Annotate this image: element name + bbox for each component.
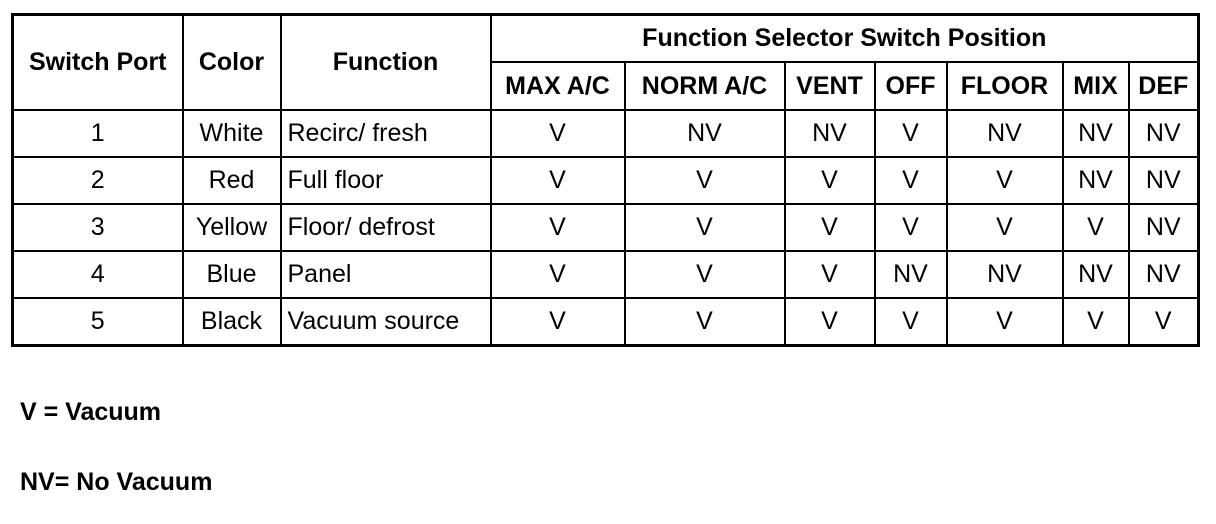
cell-value: NV <box>873 250 948 299</box>
cell-value: V <box>945 156 1064 205</box>
cell-function: Vacuum source <box>279 297 492 347</box>
header-color: Color <box>181 13 282 111</box>
cell-value: V <box>945 203 1064 252</box>
cell-port: 5 <box>11 297 184 347</box>
cell-value: NV <box>945 109 1064 158</box>
cell-value: NV <box>1127 250 1200 299</box>
cell-value: V <box>1061 297 1130 347</box>
cell-value: V <box>623 297 786 347</box>
cell-port: 3 <box>11 203 184 252</box>
cell-value: V <box>783 156 876 205</box>
header-position-def: DEF <box>1127 61 1200 111</box>
cell-value: NV <box>945 250 1064 299</box>
cell-value: V <box>783 250 876 299</box>
cell-value: NV <box>1061 109 1130 158</box>
cell-value: V <box>873 203 948 252</box>
header-position-max-ac: MAX A/C <box>489 61 626 111</box>
table-row: 3 Yellow Floor/ defrost V V V V V V NV <box>11 203 1200 252</box>
header-position-off: OFF <box>873 61 948 111</box>
cell-value: V <box>623 250 786 299</box>
cell-value: V <box>489 109 626 158</box>
table-row: 4 Blue Panel V V V NV NV NV NV <box>11 250 1200 299</box>
legend-no-vacuum: NV= No Vacuum <box>20 468 213 496</box>
legend-vacuum: V = Vacuum <box>20 398 162 426</box>
cell-value: V <box>489 297 626 347</box>
header-switch-port: Switch Port <box>11 13 184 111</box>
cell-port: 4 <box>11 250 184 299</box>
cell-function: Recirc/ fresh <box>279 109 492 158</box>
cell-value: V <box>783 203 876 252</box>
cell-value: V <box>1127 297 1200 347</box>
cell-value: V <box>623 203 786 252</box>
cell-value: V <box>489 156 626 205</box>
header-position-mix: MIX <box>1061 61 1130 111</box>
cell-value: V <box>489 250 626 299</box>
cell-value: V <box>873 156 948 205</box>
cell-color: Yellow <box>181 203 282 252</box>
header-function: Function <box>279 13 492 111</box>
cell-value: V <box>873 109 948 158</box>
cell-value: NV <box>783 109 876 158</box>
cell-value: NV <box>1061 156 1130 205</box>
cell-value: V <box>1061 203 1130 252</box>
cell-value: NV <box>1127 109 1200 158</box>
cell-value: V <box>783 297 876 347</box>
cell-color: White <box>181 109 282 158</box>
cell-color: Blue <box>181 250 282 299</box>
header-position-norm-ac: NORM A/C <box>623 61 786 111</box>
cell-color: Red <box>181 156 282 205</box>
table-row: 5 Black Vacuum source V V V V V V V <box>11 297 1200 347</box>
vacuum-switch-table: Switch Port Color Function Function Sele… <box>11 13 1201 347</box>
cell-color: Black <box>181 297 282 347</box>
cell-function: Panel <box>279 250 492 299</box>
cell-value: NV <box>1127 156 1200 205</box>
cell-value: NV <box>623 109 786 158</box>
cell-function: Floor/ defrost <box>279 203 492 252</box>
cell-port: 1 <box>11 109 184 158</box>
cell-value: V <box>945 297 1064 347</box>
table-row: 1 White Recirc/ fresh V NV NV V NV NV NV <box>11 109 1200 158</box>
header-position-floor: FLOOR <box>945 61 1064 111</box>
cell-value: V <box>873 297 948 347</box>
cell-port: 2 <box>11 156 184 205</box>
cell-value: V <box>489 203 626 252</box>
cell-value: NV <box>1127 203 1200 252</box>
cell-value: NV <box>1061 250 1130 299</box>
cell-function: Full floor <box>279 156 492 205</box>
header-position-vent: VENT <box>783 61 876 111</box>
header-position-group: Function Selector Switch Position <box>489 13 1200 63</box>
table-row: 2 Red Full floor V V V V V NV NV <box>11 156 1200 205</box>
cell-value: V <box>623 156 786 205</box>
